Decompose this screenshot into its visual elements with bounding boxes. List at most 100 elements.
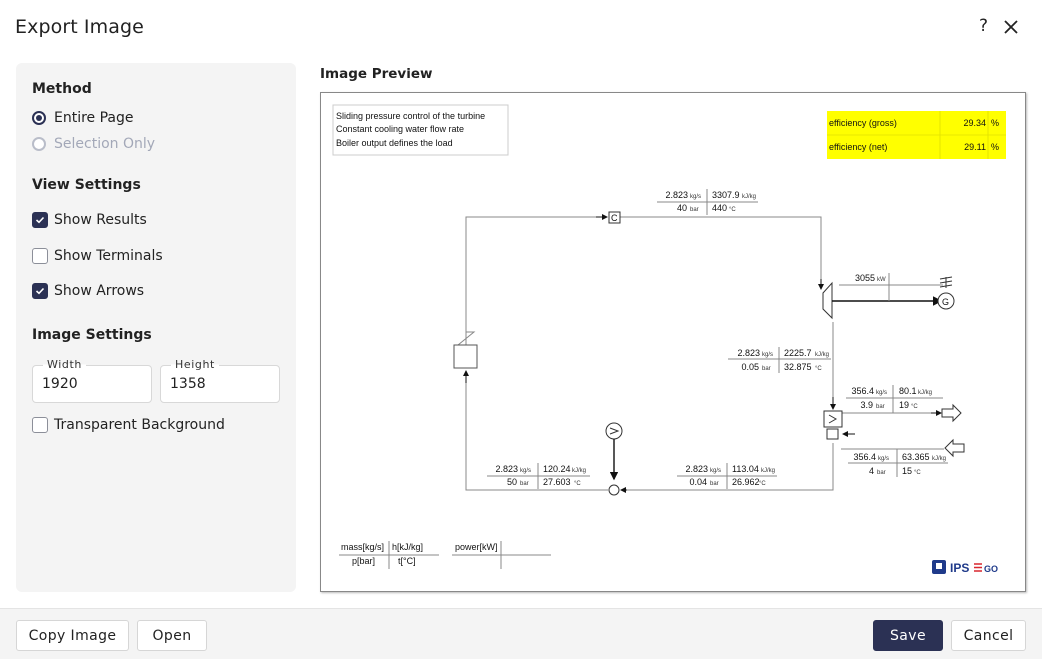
close-icon[interactable]	[1004, 16, 1022, 38]
open-button[interactable]: Open	[137, 620, 207, 651]
diagram-label: G	[942, 297, 949, 307]
diagram-label: 4	[869, 466, 874, 476]
diagram-label: 26.962	[732, 477, 760, 487]
diagram-label: mass[kg/s]	[341, 542, 384, 552]
diagram-label: kJ/kg	[761, 468, 775, 474]
efficiency-unit: %	[991, 142, 999, 152]
efficiency-value: 29.11	[964, 142, 986, 152]
radio-selected-icon[interactable]	[32, 111, 46, 125]
efficiency-value: 29.34	[963, 118, 986, 128]
efficiency-label: efficiency (gross)	[829, 118, 897, 128]
diagram-label: 3307.9	[712, 190, 740, 200]
checkbox-show-terminals[interactable]: Show Terminals	[32, 248, 163, 264]
settings-panel: Method Entire Page Selection Only View S…	[16, 63, 296, 592]
ipsego-logo: IPS GO	[932, 560, 998, 575]
diagram-label: bar	[710, 481, 719, 487]
diagram-label: kg/s	[690, 194, 701, 200]
diagram-label: 0.05	[741, 362, 759, 372]
diagram-label: kg/s	[876, 390, 887, 396]
note-line: Boiler output defines the load	[336, 138, 453, 148]
checkbox-unchecked-icon[interactable]	[32, 248, 48, 264]
diagram-label: 80.1	[899, 386, 917, 396]
help-icon[interactable]: ?	[979, 16, 989, 36]
diagram-label: 3.9	[860, 400, 873, 410]
diagram-label: t[°C]	[398, 556, 416, 566]
checkbox-checked-icon[interactable]	[32, 212, 48, 228]
diagram-label: 2.823	[495, 464, 518, 474]
width-input[interactable]	[42, 376, 142, 392]
checkbox-unchecked-icon[interactable]	[32, 417, 48, 433]
diagram-label: kg/s	[520, 468, 531, 474]
save-button[interactable]: Save	[873, 620, 943, 651]
image-settings-title: Image Settings	[32, 327, 152, 343]
radio-unselected-icon[interactable]	[32, 137, 46, 151]
checkbox-label: Transparent Background	[54, 417, 225, 433]
efficiency-unit: %	[991, 118, 999, 128]
diagram-label: IPS	[950, 561, 969, 575]
radio-label: Entire Page	[54, 110, 134, 126]
diagram-label: 2.823	[685, 464, 708, 474]
checkbox-show-results[interactable]: Show Results	[32, 212, 147, 228]
diagram-label: 120.24	[543, 464, 571, 474]
checkbox-checked-icon[interactable]	[32, 283, 48, 299]
diagram-label: 356.4	[851, 386, 874, 396]
diagram-label: °C	[914, 470, 921, 476]
diagram-label: C	[611, 213, 618, 223]
diagram-label: 40	[677, 203, 687, 213]
diagram-label: 356.4	[853, 452, 876, 462]
diagram-label: kJ/kg	[815, 352, 829, 358]
process-diagram: Sliding pressure control of the turbine …	[332, 104, 1006, 575]
diagram-label: °C	[759, 481, 766, 487]
diagram-label: 2.823	[665, 190, 688, 200]
width-label: Width	[43, 358, 86, 371]
radio-entire-page[interactable]: Entire Page	[32, 110, 134, 126]
checkbox-label: Show Results	[54, 212, 147, 228]
power-value: 3055	[855, 273, 875, 283]
view-settings-title: View Settings	[32, 177, 141, 193]
cancel-button[interactable]: Cancel	[951, 620, 1026, 651]
diagram-label: bar	[877, 470, 886, 476]
diagram-label: kJ/kg	[572, 468, 586, 474]
diagram-label: p[bar]	[352, 556, 375, 566]
method-title: Method	[32, 81, 92, 97]
copy-image-button[interactable]: Copy Image	[16, 620, 129, 651]
diagram-label: bar	[520, 481, 529, 487]
diagram-label: kg/s	[762, 352, 773, 358]
diagram-label: 2.823	[737, 348, 760, 358]
diagram-label: °C	[815, 366, 822, 372]
notes-box: Sliding pressure control of the turbine …	[332, 104, 509, 156]
diagram-label: bar	[876, 404, 885, 410]
diagram-label: h[kJ/kg]	[392, 542, 423, 552]
diagram-label: 440	[712, 203, 727, 213]
note-line: Constant cooling water flow rate	[336, 124, 464, 134]
diagram-label: 27.603	[543, 477, 571, 487]
height-input[interactable]	[170, 376, 270, 392]
diagram-label: °C	[729, 207, 736, 213]
diagram-label: kJ/kg	[918, 390, 932, 396]
checkbox-transparent-background[interactable]: Transparent Background	[32, 417, 225, 433]
diagram-label: 32.875	[784, 362, 812, 372]
efficiency-table: efficiency (gross) 29.34 % efficiency (n…	[827, 111, 1006, 159]
power-unit: kW	[877, 277, 886, 283]
diagram-label: 50	[507, 477, 517, 487]
diagram-label: 0.04	[689, 477, 707, 487]
checkbox-show-arrows[interactable]: Show Arrows	[32, 283, 144, 299]
diagram-label: 63.365	[902, 452, 930, 462]
diagram-label: 113.04	[732, 464, 759, 474]
pump-icon	[605, 422, 627, 496]
condenser-icon	[823, 397, 965, 458]
width-field[interactable]: Width	[32, 358, 152, 403]
diagram-legend: mass[kg/s] h[kJ/kg] p[bar] t[°C] power[k…	[339, 541, 551, 569]
radio-selection-only[interactable]: Selection Only	[32, 136, 155, 152]
radio-label: Selection Only	[54, 136, 156, 152]
checkbox-label: Show Terminals	[54, 248, 163, 264]
height-field[interactable]: Height	[160, 358, 280, 403]
dialog-footer: Copy Image Open Save Cancel	[0, 608, 1042, 659]
generator-icon: G	[937, 276, 955, 310]
diagram-label: kg/s	[710, 468, 721, 474]
